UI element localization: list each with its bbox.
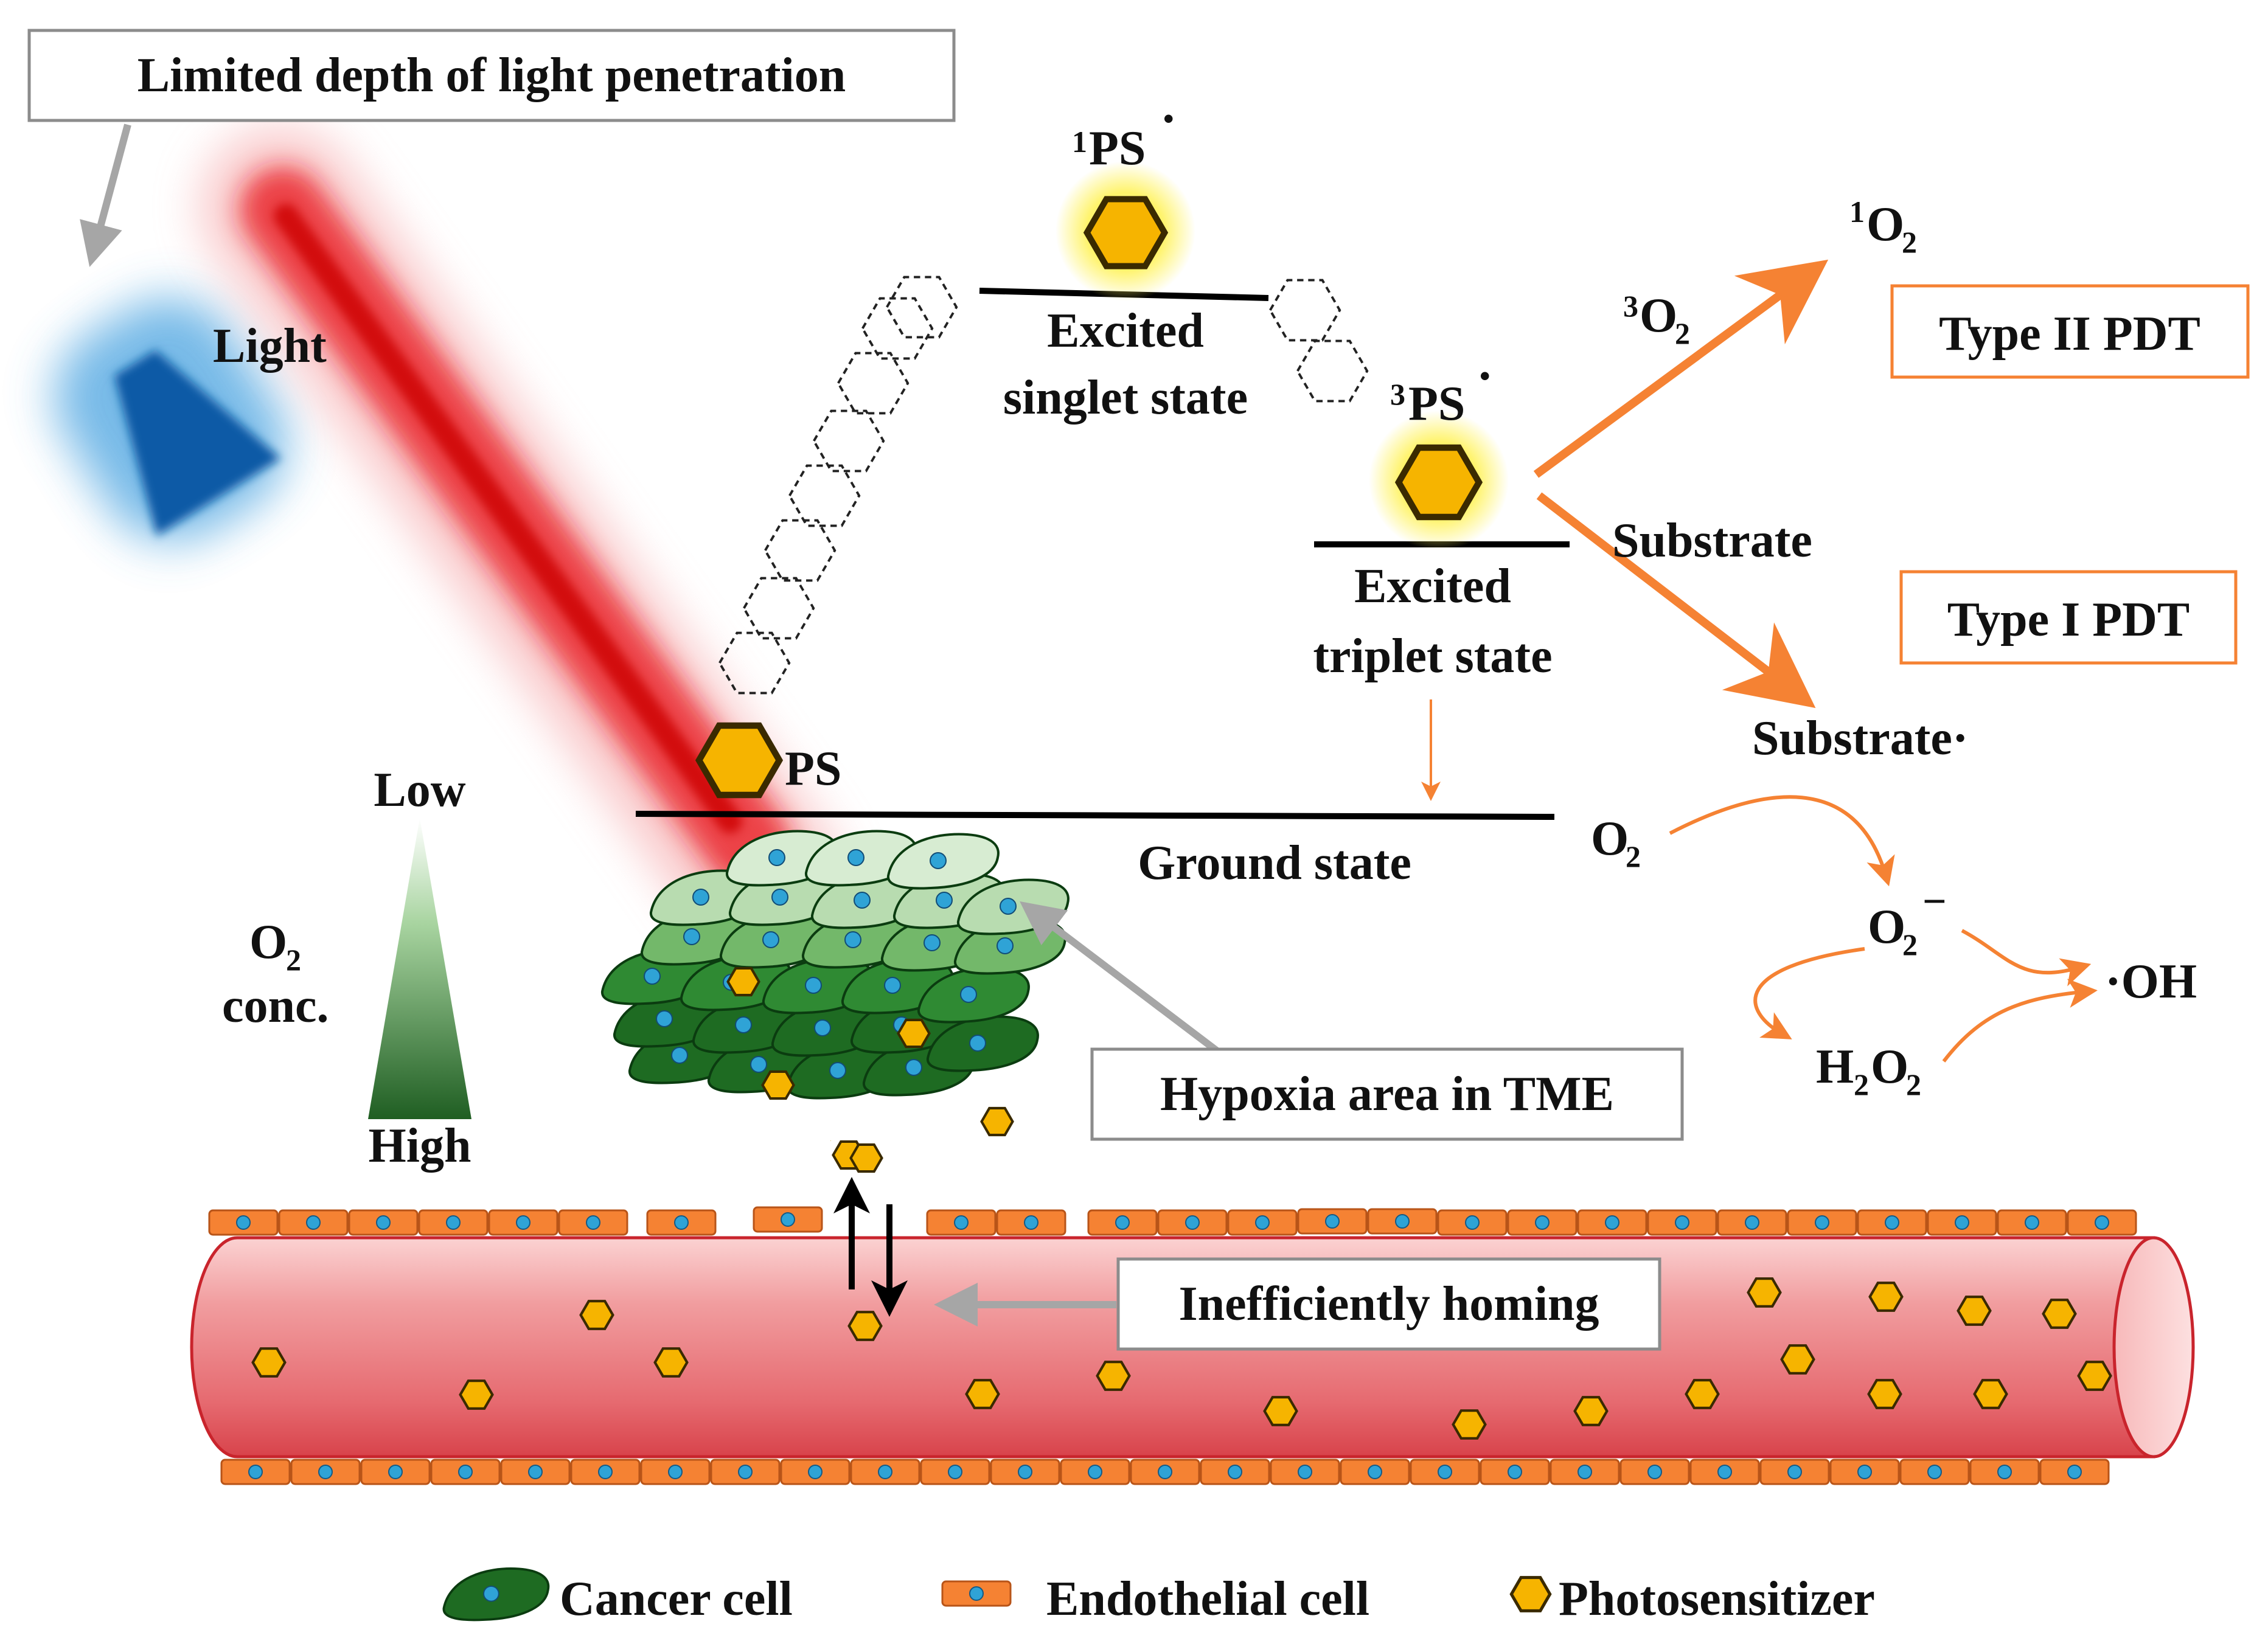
callout-hypoxia (1090, 1047, 1684, 1141)
callout-homing (1116, 1257, 1661, 1351)
superoxide-to-h2o2-arrow (1753, 947, 1865, 1039)
legend-cancer-cell-icon (442, 1567, 550, 1622)
superoxide-sub: 2 (1902, 928, 1918, 962)
endothelial-top (208, 1206, 2137, 1236)
legend-cancer-label: Cancer cell (560, 1572, 793, 1626)
o2-scale-conc: conc. (222, 979, 329, 1033)
o2-scale-low: Low (374, 763, 465, 817)
o2-scale-sub: 2 (286, 943, 301, 977)
ps-singlet-label: PS (1089, 122, 1146, 175)
ps-triplet-dot: • (1480, 359, 1491, 393)
h2o2-sub2: 2 (1906, 1067, 1921, 1102)
ground-level-line (635, 811, 1555, 820)
type2-label: Type II PDT (1939, 307, 2200, 361)
light-source-icon (54, 297, 287, 542)
tumor-cell-cluster (600, 830, 1070, 1169)
callout-light-depth-text: Limited depth of light penetration (137, 49, 846, 102)
h2o2-h: H (1816, 1040, 1854, 1094)
ps-singlet-sup: 1 (1072, 125, 1087, 159)
type1-arrow (1536, 492, 1816, 709)
legend-photosensitizer-icon (1511, 1578, 1550, 1611)
o2-ground-o: O (1591, 812, 1629, 866)
superoxide-charge: − (1922, 878, 1947, 925)
type2-arrow (1533, 259, 1829, 478)
type1-box (1899, 570, 2238, 665)
callout-light-depth: Limited depth of light penetration (27, 29, 956, 122)
legend-endothelial-label: Endothelial cell (1046, 1572, 1369, 1626)
o2-to-superoxide-arrow (1669, 795, 1895, 887)
h2o2-o: O (1871, 1040, 1908, 1094)
excitation-path (718, 276, 1369, 695)
singlet-state-line2: singlet state (1003, 371, 1248, 425)
superoxide-o: O (1868, 900, 1905, 954)
o2-scale-o: O (249, 915, 287, 969)
o2-scale-high: High (369, 1119, 471, 1173)
ps-ground-hexagon-icon (699, 726, 779, 795)
hydroxyl-label: ·OH (2105, 955, 2197, 1008)
o2-singlet-sup: 1 (1849, 195, 1865, 229)
endothelial-bottom (220, 1459, 2110, 1485)
callout-homing-text: Inefficiently homing (1178, 1277, 1599, 1331)
legend: Cancer cell Endothelial cell Photosensit… (442, 1567, 1875, 1626)
o2-triplet-sup: 3 (1623, 289, 1638, 323)
ps-singlet-dot: • (1163, 102, 1174, 136)
singlet-state-line1: Excited (1047, 304, 1204, 358)
h2o2-to-oh-arrow (1942, 979, 2098, 1063)
legend-photosensitizer-label: Photosensitizer (1559, 1572, 1875, 1626)
h2o2-sub1: 2 (1854, 1067, 1869, 1102)
ps-triplet-label: PS (1408, 377, 1465, 431)
o2-gradient-triangle (368, 818, 471, 1119)
triplet-state-line1: Excited (1354, 560, 1511, 613)
o2-ground-sub: 2 (1626, 839, 1641, 873)
light-depth-arrow (80, 123, 131, 267)
ground-state-label: Ground state (1138, 836, 1411, 890)
superoxide-to-oh-arrow (1961, 929, 2092, 987)
light-label: Light (213, 319, 327, 373)
o2-triplet-sub: 2 (1675, 316, 1690, 350)
o2-singlet-o: O (1866, 198, 1904, 251)
type1-label: Type I PDT (1947, 593, 2190, 647)
laser-beam (201, 128, 840, 955)
substrate-radical-label: Substrate· (1752, 712, 1969, 765)
ps-triplet-sup: 3 (1390, 377, 1405, 411)
ps-triplet-hexagon-icon (1399, 448, 1479, 517)
triplet-state-line2: triplet state (1313, 630, 1552, 683)
ps-ground-label: PS (785, 742, 841, 796)
o2-triplet-o: O (1640, 289, 1677, 342)
o2-singlet-sub: 2 (1902, 225, 1917, 259)
substrate-label: Substrate (1612, 514, 1812, 567)
hypoxia-arrow (1020, 901, 1225, 1058)
legend-endothelial-cell-icon (941, 1580, 1012, 1607)
ps-singlet-hexagon-icon (1087, 199, 1165, 266)
callout-hypoxia-text: Hypoxia area in TME (1160, 1067, 1614, 1121)
type2-box (1890, 284, 2250, 379)
